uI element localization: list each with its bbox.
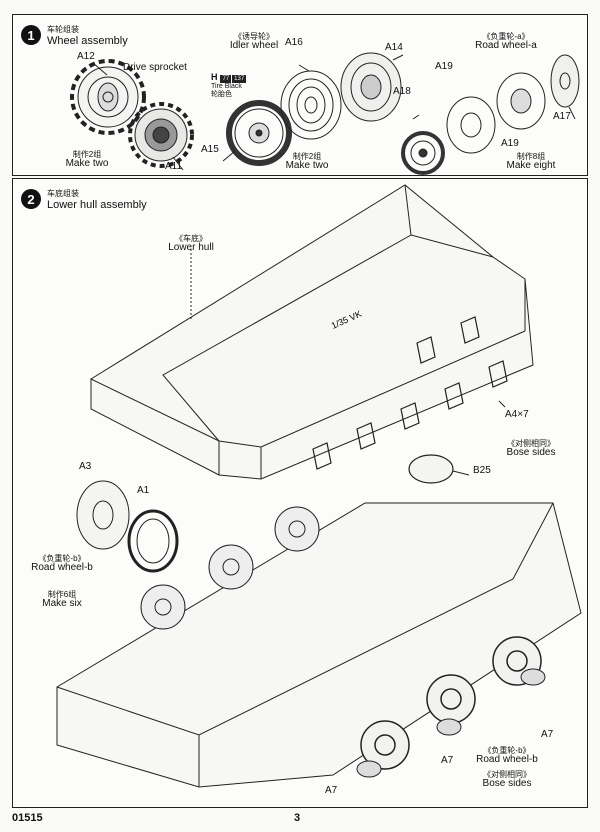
make-two-cn-1: 制作2组: [72, 150, 102, 159]
roadwheel-b-2: Road wheel-b: [476, 754, 538, 765]
step2-header: 2 车底组装 Lower hull assembly: [21, 189, 147, 211]
road-wheels-row1: [140, 506, 320, 630]
part-a7-2: A7: [441, 755, 454, 766]
drive-sprocket-a11: [128, 102, 194, 168]
paint-code-77: 77: [220, 75, 232, 83]
part-a19-top: A19: [435, 61, 453, 72]
make-eight-cn: 制作8组: [516, 152, 546, 161]
make-two-2: Make two: [285, 160, 329, 171]
paint-en: Tire Black: [211, 83, 242, 90]
part-a7-3: A7: [541, 729, 554, 740]
part-a15: A15: [201, 144, 219, 155]
part-a11: A11: [165, 161, 183, 172]
step1-number: 1: [21, 25, 41, 45]
b25-cover: [408, 454, 454, 484]
step1-title: Wheel assembly: [47, 35, 128, 47]
part-a17: A17: [553, 111, 571, 122]
lower-hull-upper: [90, 184, 534, 480]
bose-1: Bose sides: [506, 447, 556, 458]
idler-wheel-a16: [280, 70, 342, 140]
road-wheel-a19-back: [496, 72, 546, 130]
idler-cn: 《诱导轮》: [234, 32, 274, 41]
step2-panel: 2 车底组装 Lower hull assembly: [12, 178, 588, 808]
drive-sprocket-label: Drive sprocket: [123, 62, 187, 73]
step2-title: Lower hull assembly: [47, 199, 147, 211]
lower-hull-cn: 《车底》: [175, 234, 207, 243]
step2-number: 2: [21, 189, 41, 209]
roadwheel-b-1: Road wheel-b: [31, 562, 93, 573]
part-a14: A14: [385, 42, 403, 53]
roadwheel-a-label: Road wheel-a: [475, 40, 537, 51]
paint-h: H: [211, 72, 218, 82]
part-a4: A4×7: [505, 409, 529, 420]
roadwheel-a-cn: 《负重轮-a》: [482, 32, 530, 41]
road-wheel-a19-front: [446, 96, 496, 154]
lower-hull-label: Lower hull: [168, 242, 214, 253]
roadwheel-b-cn-1: 《负重轮-b》: [38, 554, 86, 563]
part-a1: A1: [137, 485, 150, 496]
footer-code: 01515: [12, 812, 43, 824]
make-two-1: Make two: [65, 158, 109, 169]
drive-sprocket-a12: [70, 59, 146, 135]
step1-title-cn: 车轮组装: [47, 25, 79, 34]
bose-cn-2: 《对侧相同》: [483, 770, 531, 779]
step2-title-cn: 车底组装: [47, 189, 79, 198]
part-b25: B25: [473, 465, 491, 476]
idler-label: Idler wheel: [229, 40, 279, 51]
make-eight: Make eight: [506, 160, 556, 171]
idler-wheel-a14: [340, 52, 402, 122]
part-a3: A3: [79, 461, 92, 472]
step1-panel: 1 车轮组装 Wheel assembly: [12, 14, 588, 176]
lower-hull-drawing: 1/35 VK: [56, 184, 582, 788]
make-six: Make six: [42, 598, 82, 609]
bose-2: Bose sides: [482, 778, 532, 789]
paint-code-137: 137: [232, 75, 247, 83]
road-wheel-a1: [127, 509, 179, 573]
a7-caps: [356, 668, 546, 778]
idler-tire-a15: [226, 100, 292, 166]
make-two-cn-2: 制作2组: [292, 152, 322, 161]
step1-header: 1 车轮组装 Wheel assembly: [21, 25, 128, 47]
bose-cn-1: 《对侧相同》: [507, 439, 555, 448]
page-number: 3: [294, 812, 301, 824]
part-a12: A12: [77, 51, 95, 62]
paint-cn: 轮胎色: [211, 91, 232, 98]
road-wheel-a18: [401, 131, 445, 175]
part-a19-bottom: A19: [501, 138, 519, 149]
roadwheel-b-cn-2: 《负重轮-b》: [483, 746, 531, 755]
part-a18: A18: [393, 86, 411, 97]
part-a16: A16: [285, 37, 303, 48]
road-wheel-a3: [76, 480, 130, 550]
part-a7-1: A7: [325, 785, 338, 796]
suspension-arms: [312, 316, 508, 484]
wheel-assembly-drawing: [70, 52, 580, 175]
road-wheel-a17: [550, 54, 580, 108]
make-six-cn: 制作6组: [47, 590, 77, 599]
